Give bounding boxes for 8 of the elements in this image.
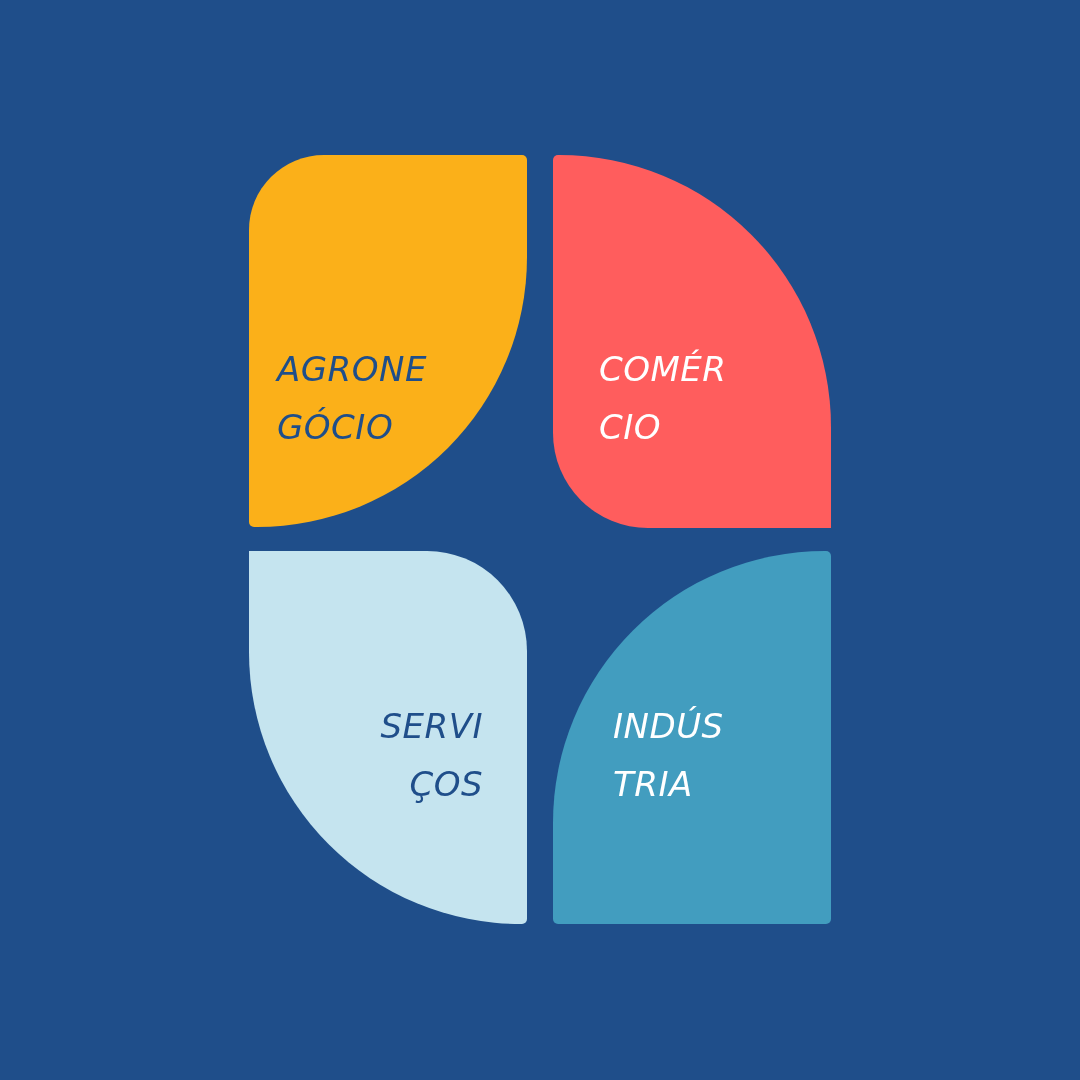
category-label: AGRONE GÓCIO [277,348,427,449]
quarter-leaf-shape [249,155,527,527]
category-label: COMÉR CIO [599,348,727,449]
quarter-leaf-shape [553,155,831,528]
category-label: INDÚS TRIA [613,705,724,806]
quarter-leaf-shape [553,551,831,924]
category-label: SERVI ÇOS [380,705,483,806]
quarter-leaf-shape [249,551,527,924]
